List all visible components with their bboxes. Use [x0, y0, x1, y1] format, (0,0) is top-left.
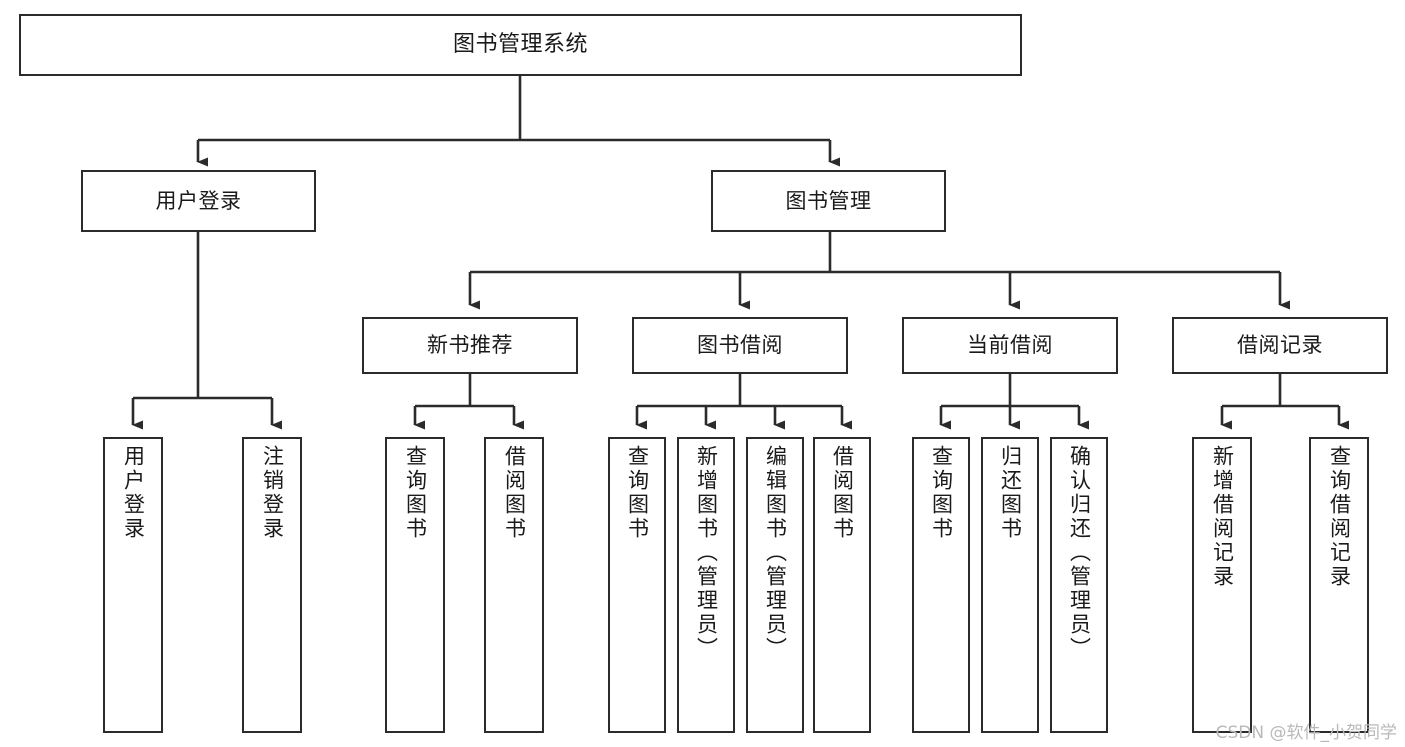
node-new-book-recommendation[interactable]: 新书推荐	[362, 317, 578, 374]
node-label: 编辑图书（管理员）	[763, 445, 788, 661]
node-label: 注销登录	[260, 445, 285, 541]
node-label: 借阅图书	[502, 445, 527, 541]
node-label: 查询借阅记录	[1327, 445, 1352, 589]
node-label: 新书推荐	[427, 333, 513, 358]
node-label: 借阅图书	[830, 445, 855, 541]
node-label: 当前借阅	[967, 333, 1053, 358]
node-book-borrow[interactable]: 图书借阅	[632, 317, 848, 374]
node-borrow-record[interactable]: 借阅记录	[1172, 317, 1388, 374]
node-leaf-user-login[interactable]: 用户登录	[103, 437, 163, 733]
node-leaf-query-book-borrow[interactable]: 查询图书	[608, 437, 666, 733]
node-label: 图书管理	[785, 188, 872, 213]
node-label: 查询图书	[403, 445, 428, 541]
node-label: 用户登录	[121, 445, 146, 541]
node-leaf-query-borrow-record[interactable]: 查询借阅记录	[1309, 437, 1369, 733]
node-leaf-edit-book-admin[interactable]: 编辑图书（管理员）	[746, 437, 804, 733]
node-leaf-query-book-recommend[interactable]: 查询图书	[385, 437, 445, 733]
node-leaf-return-book[interactable]: 归还图书	[981, 437, 1039, 733]
node-label: 新增图书（管理员）	[694, 445, 719, 661]
node-leaf-confirm-return-admin[interactable]: 确认归还（管理员）	[1050, 437, 1108, 733]
node-label: 图书管理系统	[452, 32, 588, 58]
node-label: 用户登录	[155, 188, 242, 213]
node-label: 确认归还（管理员）	[1067, 445, 1092, 661]
node-label: 图书借阅	[697, 333, 783, 358]
node-leaf-add-borrow-record[interactable]: 新增借阅记录	[1192, 437, 1252, 733]
node-label: 归还图书	[998, 445, 1023, 541]
node-current-borrow[interactable]: 当前借阅	[902, 317, 1118, 374]
node-leaf-borrow-book-recommend[interactable]: 借阅图书	[484, 437, 544, 733]
node-user-login[interactable]: 用户登录	[81, 170, 316, 232]
csdn-watermark: CSDN @软件_小贺同学	[1215, 723, 1397, 743]
node-label: 查询图书	[625, 445, 650, 541]
node-root-book-management-system[interactable]: 图书管理系统	[19, 14, 1022, 76]
node-label: 新增借阅记录	[1210, 445, 1235, 589]
node-label: 查询图书	[929, 445, 954, 541]
node-leaf-add-book-admin[interactable]: 新增图书（管理员）	[677, 437, 735, 733]
node-label: 借阅记录	[1237, 333, 1323, 358]
node-book-management[interactable]: 图书管理	[711, 170, 946, 232]
node-leaf-logout-login[interactable]: 注销登录	[242, 437, 302, 733]
node-leaf-borrow-book[interactable]: 借阅图书	[813, 437, 871, 733]
node-leaf-query-book-current[interactable]: 查询图书	[912, 437, 970, 733]
